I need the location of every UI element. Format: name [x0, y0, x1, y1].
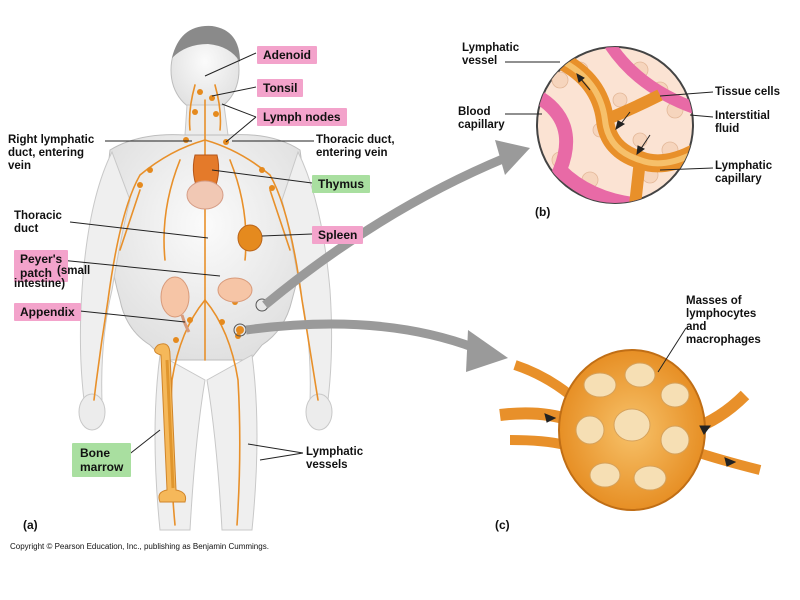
label-masses-of-lymphocytes: Masses of lymphocytes and macrophages	[686, 295, 761, 346]
panel-label-b: (b)	[535, 205, 551, 219]
arrow-to-c	[245, 319, 508, 372]
label-spleen: Spleen	[312, 226, 364, 244]
label-lymphatic-vessels: Lymphatic vessels	[306, 446, 364, 471]
label-peyers-patch: Peyer's patch	[14, 250, 69, 282]
appendix-organ	[180, 314, 191, 333]
spleen-organ	[237, 224, 263, 252]
label-lymph-nodes: Lymph nodes	[257, 108, 347, 126]
panel-label-a: (a)	[23, 518, 38, 532]
intestine-organ	[160, 276, 253, 318]
label-lymphatic-vessel-b: Lymphatic vessel	[462, 42, 520, 67]
label-thoracic-duct: Thoracic duct	[14, 210, 62, 235]
copyright-notice: Copyright © Pearson Education, Inc., pub…	[10, 542, 269, 551]
label-lymphatic-capillary: Lymphatic capillary	[715, 160, 773, 185]
label-thymus: Thymus	[312, 175, 371, 193]
label-tissue-cells: Tissue cells	[715, 86, 780, 98]
label-right-lymphatic-duct: Right lymphatic duct, entering vein	[8, 134, 95, 172]
label-interstitial-fluid: Interstitial fluid	[715, 110, 770, 135]
leader-lines	[59, 52, 714, 461]
label-adenoid: Adenoid	[257, 46, 317, 64]
peyers-patch-box: Peyer's patch	[14, 250, 69, 282]
capillary-bed-illustration	[536, 46, 694, 204]
femur-bone-marrow	[154, 343, 187, 503]
label-tonsil: Tonsil	[257, 79, 304, 97]
panel-label-c: (c)	[495, 518, 510, 532]
heart-organ	[186, 180, 224, 210]
label-bone-marrow: Bone marrow	[72, 443, 132, 477]
lymph-node-illustration	[499, 349, 762, 511]
label-peyers-patch-note: (small intestine)	[14, 265, 91, 290]
label-thoracic-duct-entering-vein: Thoracic duct, entering vein	[316, 134, 395, 159]
arrow-to-b	[262, 140, 530, 309]
label-appendix: Appendix	[14, 303, 81, 321]
label-blood-capillary: Blood capillary	[458, 106, 505, 131]
lymph-node-dots	[137, 89, 275, 343]
